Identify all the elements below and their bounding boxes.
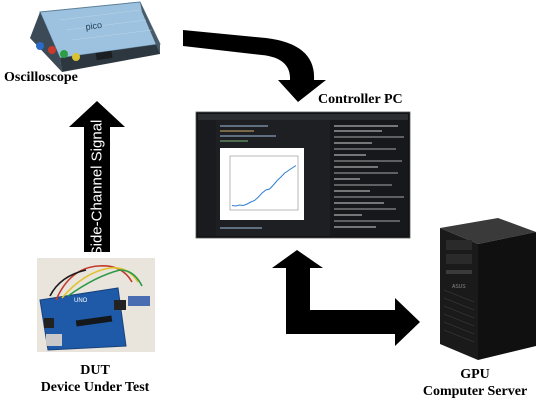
controller-pc-screen — [195, 111, 411, 239]
mcu-chip-icon — [75, 315, 113, 327]
dut-label: DUT Device Under Test — [0, 362, 190, 396]
gpu-label-line1: GPU — [460, 367, 490, 382]
arrow-oscilloscope-to-pc — [183, 30, 326, 102]
channel-d-connector-icon — [72, 53, 80, 61]
front-vent-icon — [443, 289, 475, 343]
code-lines — [220, 125, 404, 229]
gpu-label-line2: Computer Server — [422, 384, 528, 399]
scope-port-icon — [95, 50, 113, 61]
arrow-dut-to-oscilloscope — [69, 101, 125, 252]
gpu-label: GPU Computer Server — [400, 366, 550, 400]
plot-series — [231, 165, 297, 207]
channel-c-connector-icon — [60, 50, 68, 58]
controller-pc-label: Controller PC — [318, 92, 403, 107]
oscilloscope-device: pico — [30, 1, 161, 72]
usb-port-icon — [46, 334, 62, 346]
dut-board: UNO — [37, 258, 155, 352]
side-channel-signal-label: Side-Channel Signal — [88, 119, 106, 257]
oscilloscope-label: Oscilloscope — [4, 70, 78, 85]
svg-text:UNO: UNO — [74, 298, 88, 304]
power-jack-icon — [44, 318, 54, 328]
channel-b-connector-icon — [48, 46, 56, 54]
gpu-tower: ASUS — [440, 218, 536, 360]
arrow-pc-gpu-bidirectional — [272, 250, 420, 346]
oscilloscope-brand: pico — [85, 20, 103, 32]
dut-label-line2: Device Under Test — [40, 380, 150, 395]
plot-line — [231, 165, 297, 207]
channel-a-connector-icon — [36, 42, 44, 50]
dut-label-line1: DUT — [80, 363, 110, 378]
plot-axes — [229, 155, 299, 211]
tower-brand: ASUS — [452, 284, 466, 290]
